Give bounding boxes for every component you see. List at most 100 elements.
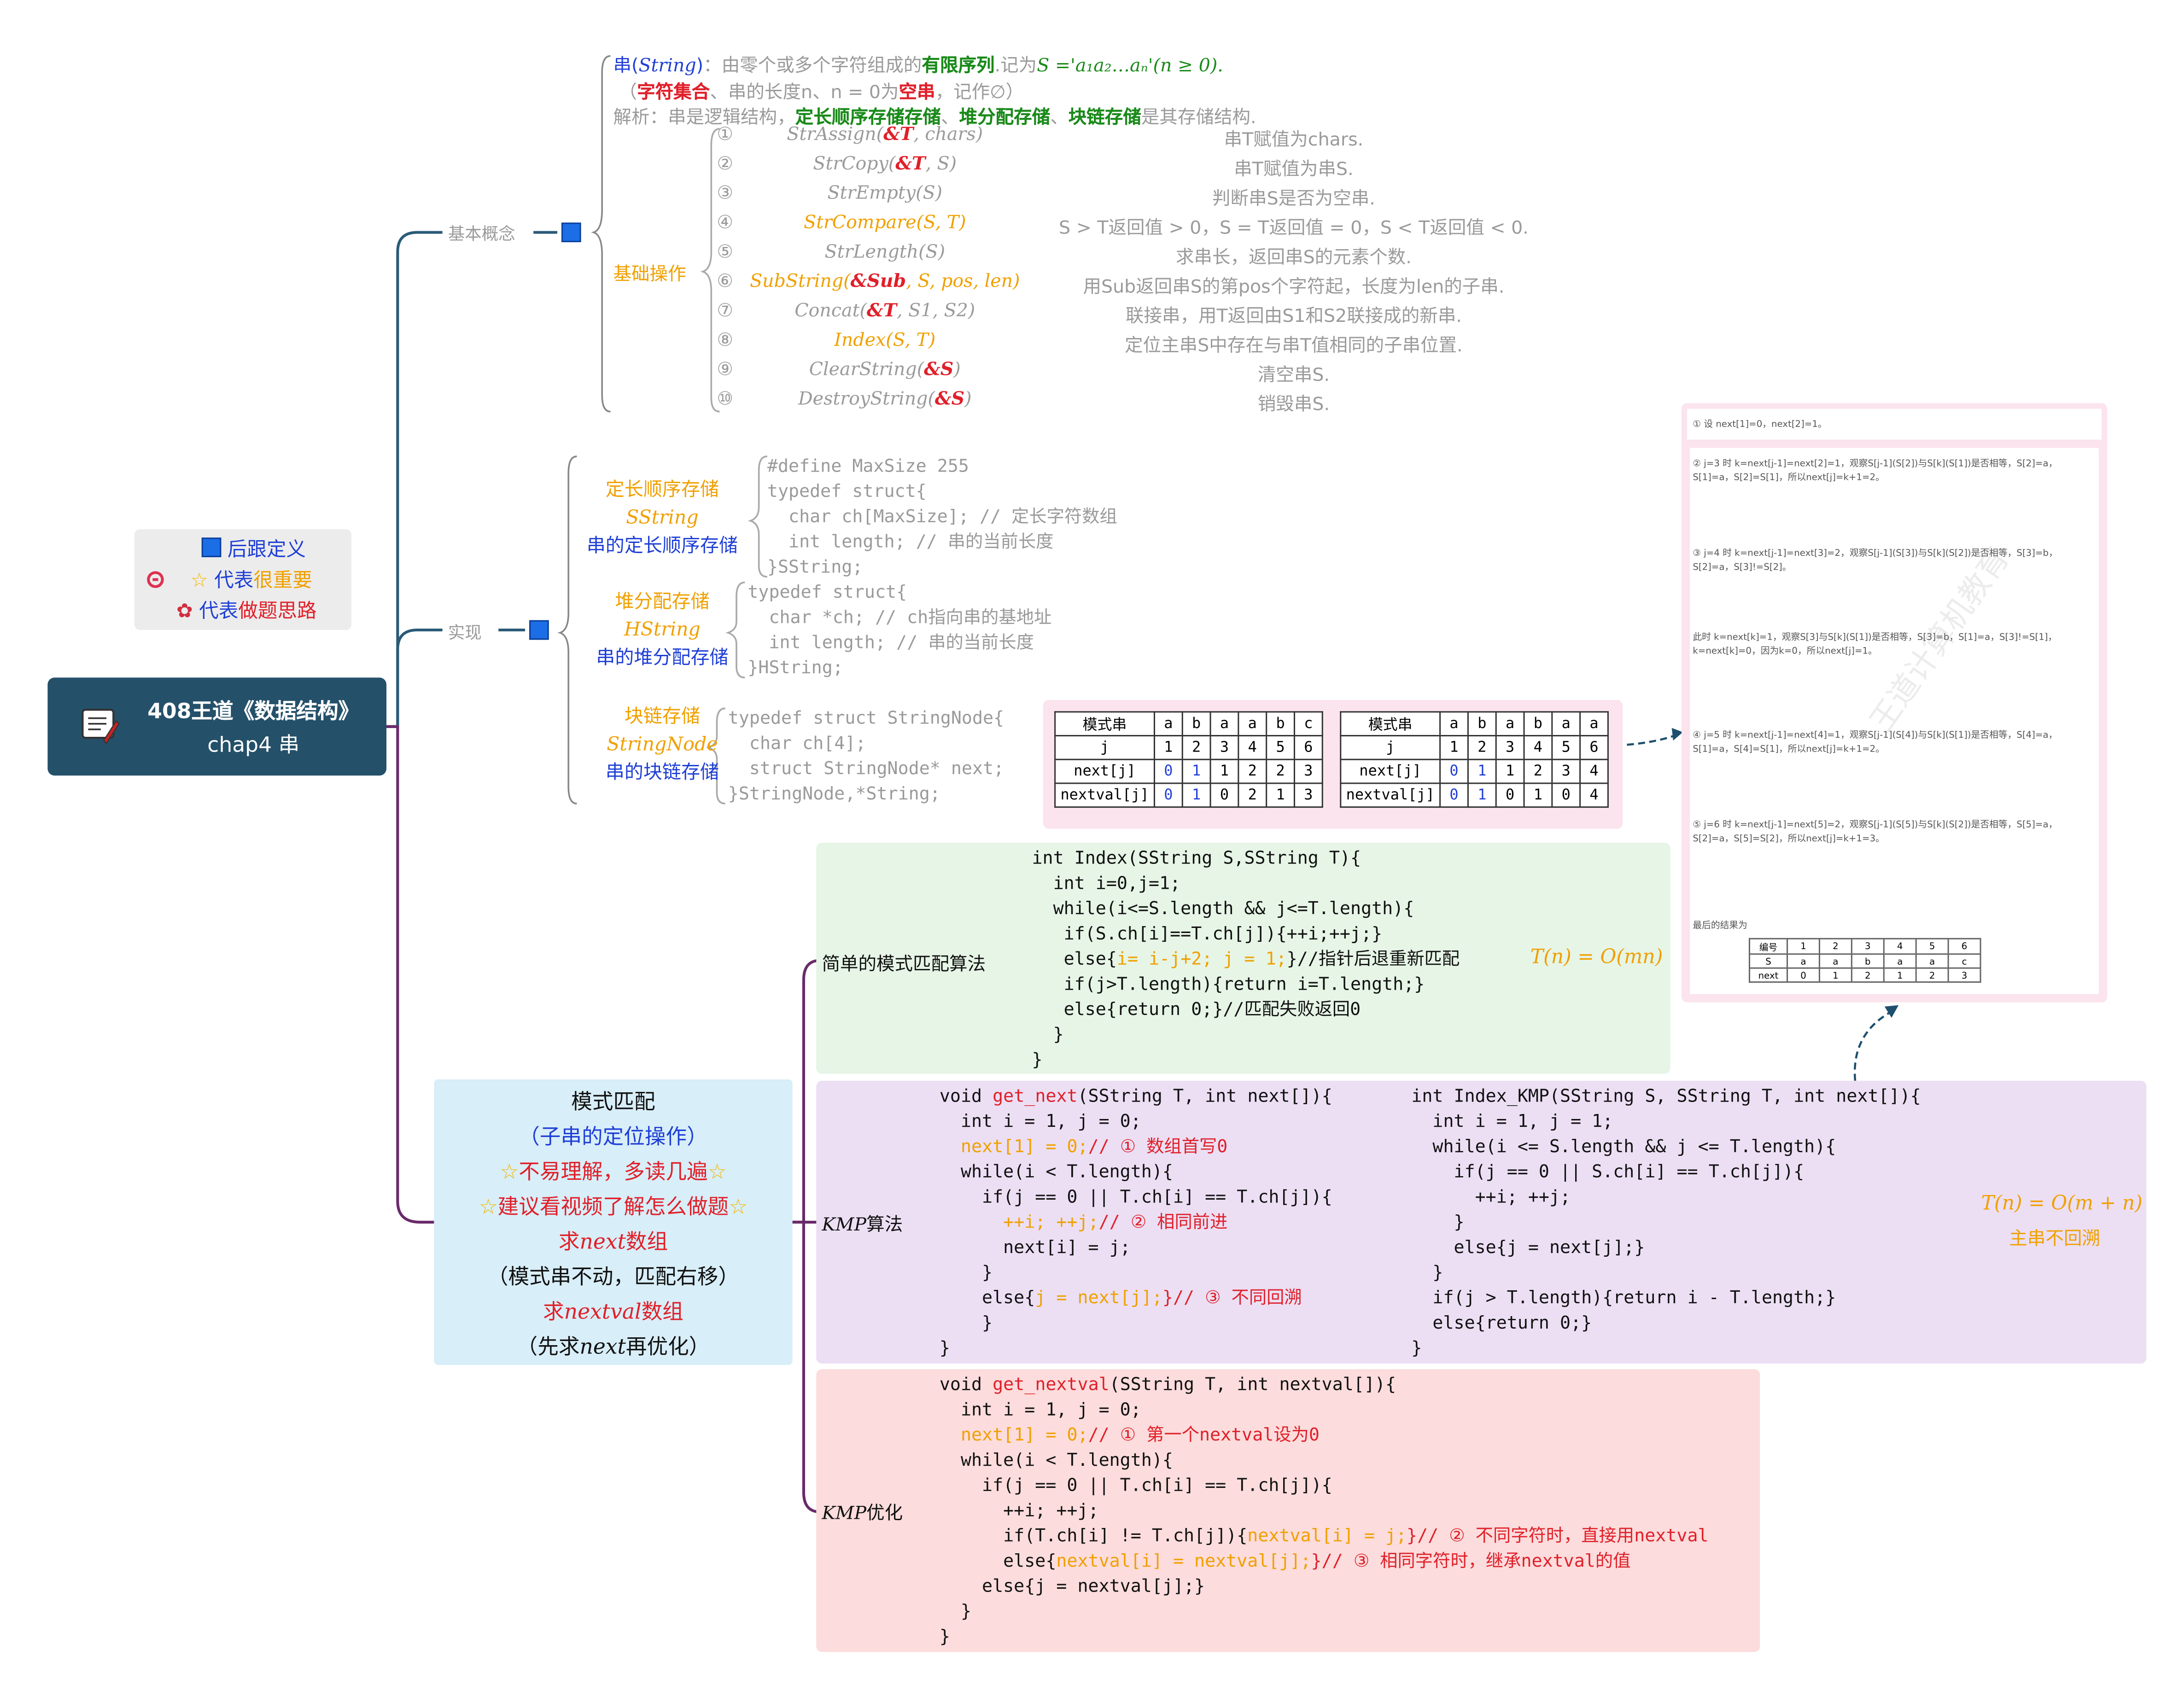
code-line: if(j>T.length){return i=T.length;} — [1032, 972, 1460, 997]
operation-signature: SubString(&Sub, S, pos, len) — [745, 272, 1025, 293]
table-cell: 4 — [1579, 782, 1609, 808]
table-cell: c — [1293, 711, 1323, 737]
operation-ref-arg: &T — [883, 124, 914, 146]
operation-number: ② — [717, 154, 733, 175]
table-cell: 3 — [1495, 735, 1525, 760]
pattern-tip-2: ☆建议看视频了解怎么做题☆ — [479, 1194, 748, 1219]
simple-match-label[interactable]: 简单的模式匹配算法 — [822, 955, 986, 976]
code-line: char ch[MaxSize]; // 定长字符数组 — [767, 505, 1117, 527]
minus-circle-icon — [147, 571, 164, 588]
brace-impl-3 — [706, 707, 725, 805]
code-line: if(j == 0 || T.ch[i] == T.ch[j]){ — [940, 1473, 1709, 1498]
code-line: } — [940, 1310, 1332, 1335]
root-node[interactable]: 408王道《数据结构》 chap4 串 — [47, 677, 387, 776]
code-line: int i=0,j=1; — [1032, 871, 1460, 896]
operation-description: 求串长，返回串S的元素个数. — [1175, 248, 1412, 269]
code-line: next[1] = 0;// ① 第一个nextval设为0 — [940, 1423, 1709, 1448]
table-cell: 3 — [1293, 782, 1323, 808]
code-line: else{i= i-j+2; j = 1;}//指针后退重新匹配 — [1032, 946, 1460, 972]
pattern-matching-node[interactable]: 模式匹配 （子串的定位操作） ☆不易理解，多读几遍☆ ☆建议看视频了解怎么做题☆… — [434, 1079, 793, 1365]
storage-code-2: typedef struct{ char *ch; // ch指向串的基地址 i… — [747, 580, 1051, 681]
legend-box: 后跟定义 ☆ 代表很重要 ✿ 代表做题思路 — [134, 529, 352, 630]
operation-args: , S) — [925, 154, 957, 175]
table-cell: 1 — [1467, 758, 1497, 784]
code-line: } — [1032, 1022, 1460, 1047]
code-segment: int Index(SString S,SString T){ — [1032, 847, 1361, 868]
operation-signature: Concat(&T, S1, S2) — [745, 301, 1025, 322]
branch-basic-concepts[interactable]: 基本概念 — [448, 224, 515, 244]
code-line: else{return 0;} — [1411, 1312, 1592, 1333]
pattern-title: 模式匹配 — [571, 1089, 655, 1114]
code-segment: } — [939, 1261, 993, 1283]
table-header-cell: nextval[j] — [1340, 782, 1441, 808]
branch-implementation[interactable]: 实现 — [448, 623, 482, 643]
code-segment: next[1] = 0; — [960, 1423, 1088, 1445]
kmp-label[interactable]: KMP算法 — [822, 1215, 903, 1236]
string-definition: 串(String)：由零个或多个字符组成的有限序列.记为S ='a₁a₂…aₙ'… — [613, 56, 1223, 77]
code-segment: else{ — [1032, 948, 1117, 969]
table-cell: 6 — [1579, 735, 1609, 760]
code-segment: }// ② 不同字符时，直接用nextval — [1407, 1524, 1709, 1546]
line-root-basic — [386, 231, 443, 728]
code-line: while(i<=S.length && j<=T.length){ — [1032, 896, 1460, 921]
code-line: int i = 1, j = 0; — [940, 1397, 1709, 1423]
table-cell: 4 — [1579, 758, 1609, 784]
code-line: } — [940, 1624, 1709, 1649]
code-segment: } — [939, 1337, 950, 1358]
legend-row-thinking: ✿ 代表做题思路 — [176, 601, 317, 623]
derivation-step: ⑤ j=6 时 k=next[j-1]=next[5]=2，观察S[j-1](S… — [1693, 819, 2058, 845]
operation-function: StrCompare(S, T) — [804, 213, 966, 234]
derivation-step: ③ j=4 时 k=next[j-1]=next[3]=2，观察S[j-1](S… — [1693, 547, 2058, 573]
operation-description: 串T赋值为chars. — [1224, 130, 1364, 152]
code-line: } — [1032, 1047, 1460, 1073]
legend-row-definition: 后跟定义 — [201, 535, 306, 566]
simple-match-panel: 简单的模式匹配算法 int Index(SString S,SString T)… — [816, 843, 1670, 1074]
star-icon: ☆ — [729, 1194, 748, 1219]
pattern-next: 求next数组 — [558, 1229, 668, 1254]
kmp-optimization-label[interactable]: KMP优化 — [822, 1503, 903, 1525]
result-cell: a — [1883, 953, 1917, 969]
code-segment: void — [939, 1085, 993, 1106]
result-cell: 0 — [1787, 967, 1820, 983]
code-segment: while(i < T.length){ — [939, 1449, 1173, 1470]
line-root-pattern — [386, 725, 434, 1224]
code-segment: void — [939, 1373, 993, 1394]
operation-function: StrLength(S) — [824, 242, 945, 263]
star-icon: ☆ — [707, 1159, 727, 1184]
operation-signature: StrEmpty(S) — [745, 183, 1025, 204]
kmp-complexity: T(n) = O(m + n) — [1981, 1193, 2143, 1215]
operation-function: DestroyString( — [798, 389, 935, 410]
operation-function: Index(S, T) — [834, 330, 936, 352]
result-cell: 5 — [1915, 938, 1949, 955]
next-derivation-panel: ① 设 next[1]=0，next[2]=1。 王道计算机教育 ② j=3 时… — [1682, 403, 2108, 1003]
result-header-cell: S — [1748, 953, 1788, 969]
index-kmp-code: int Index_KMP(SString S, SString T, int … — [1411, 1084, 1921, 1361]
storage-code-3: typedef struct StringNode{ char ch[4]; s… — [728, 706, 1004, 806]
table-cell: 3 — [1293, 758, 1323, 784]
operation-signature: DestroyString(&S) — [745, 389, 1025, 410]
derivation-step: ② j=3 时 k=next[j-1]=next[2]=1，观察S[j-1](S… — [1693, 458, 2058, 483]
table-cell: a — [1495, 711, 1525, 737]
derivation-steps-sheet: 王道计算机教育 ② j=3 时 k=next[j-1]=next[2]=1，观察… — [1690, 448, 2099, 994]
code-line: } — [940, 1335, 1332, 1361]
table-cell: 1 — [1439, 735, 1469, 760]
code-segment: (SString T, int nextval[]){ — [1109, 1373, 1396, 1394]
result-cell: 2 — [1915, 967, 1949, 983]
result-header-cell: 编号 — [1748, 938, 1788, 955]
operation-number: ⑩ — [717, 389, 733, 410]
table-cell: 5 — [1266, 735, 1295, 760]
code-line: if(j == 0 || S.ch[i] == T.ch[j]){ — [1411, 1160, 1804, 1182]
star-icon: ☆ — [190, 570, 208, 592]
operation-signature: StrCopy(&T, S) — [745, 154, 1025, 175]
code-line: typedef struct StringNode{ — [728, 707, 1004, 728]
code-line: char *ch; // ch指向串的基地址 — [747, 606, 1052, 627]
table-cell: 2 — [1523, 758, 1553, 784]
code-segment: } — [939, 1312, 993, 1333]
operation-args: , S, pos, len) — [906, 271, 1020, 293]
